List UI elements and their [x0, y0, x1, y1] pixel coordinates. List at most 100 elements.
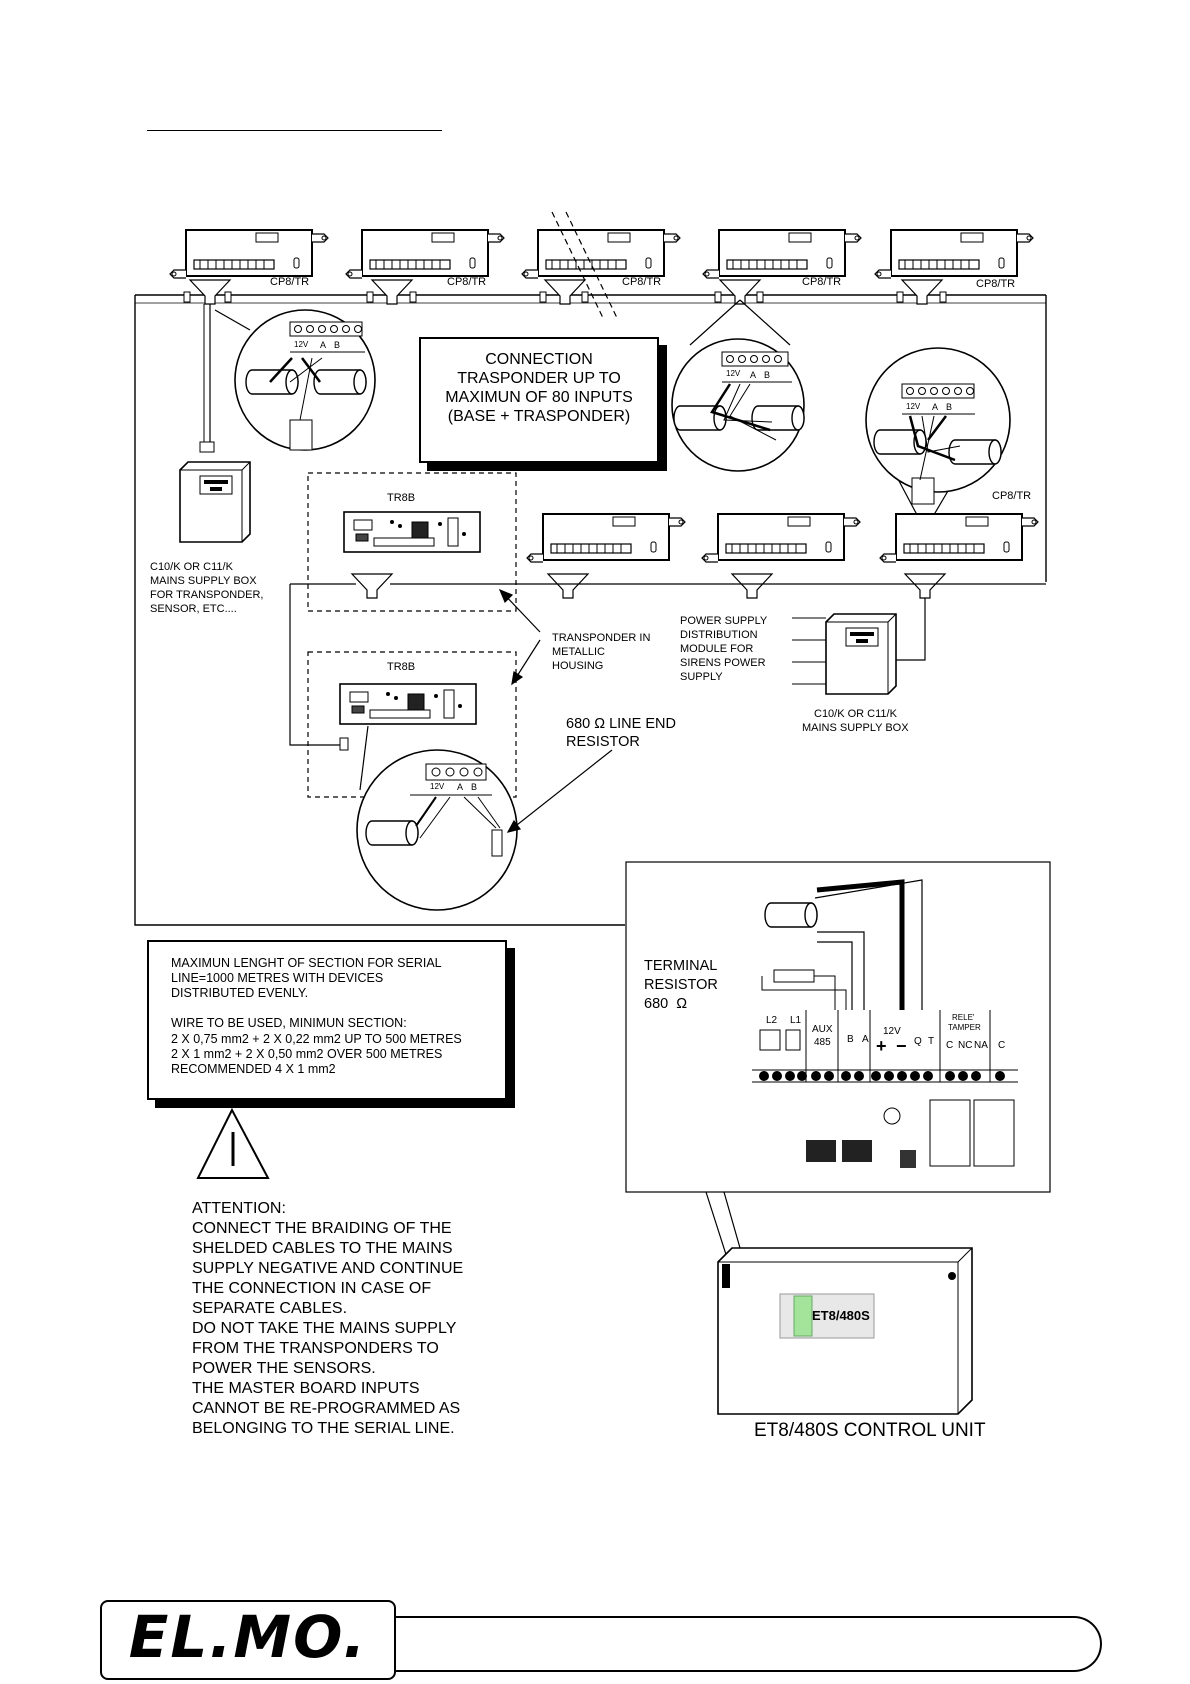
serial-line-left: [134, 295, 625, 926]
bubble3-a: A: [932, 402, 939, 412]
attention-line-7: DO NOT TAKE THE MAINS SUPPLY: [192, 1320, 457, 1337]
tr8b-board-2: [339, 683, 477, 725]
attention-line-10: THE MASTER BOARD INPUTS: [192, 1380, 420, 1397]
cp8tr-board-8: [879, 513, 1039, 563]
cp8tr-board-4: [702, 229, 862, 279]
attention-line-9: POWER THE SENSORS.: [192, 1360, 376, 1377]
metal-housing-2: [307, 651, 517, 798]
bubble3-12v: 12V: [906, 402, 921, 411]
cp8tr-board-5: [874, 229, 1034, 279]
control-unit-caption: ET8/480S CONTROL UNIT: [754, 1420, 986, 1441]
serial-line-note: MAXIMUN LENGHT OF SECTION FOR SERIAL LIN…: [147, 940, 507, 1100]
board-label-plus: +: [876, 1036, 887, 1056]
serial-note-line-5: WIRE TO BE USED, MINIMUN SECTION:: [171, 1016, 407, 1030]
bubble4-b: B: [471, 782, 478, 792]
footer-bar: [390, 1616, 1102, 1672]
bubble2-a: A: [750, 370, 757, 380]
cp8tr-label-2: CP8/TR: [447, 276, 487, 288]
housing-line-1: TRANSPONDER IN: [552, 632, 651, 644]
serial-note-line-8: RECOMMENDED 4 X 1 mm2: [171, 1062, 336, 1076]
supply-left-line-3: FOR TRANSPONDER,: [150, 589, 264, 601]
board-label-nc: NC: [958, 1040, 973, 1051]
detail-bubble-3: [865, 347, 1011, 493]
board-label-t: T: [928, 1036, 935, 1047]
attention-line-6: SEPARATE CABLES.: [192, 1300, 348, 1317]
housing-line-2: METALLIC: [552, 646, 605, 658]
metal-housing-1: [307, 472, 517, 612]
board-label-rele: RELE': [952, 1013, 975, 1022]
board-label-a: A: [862, 1034, 869, 1045]
header-rule: [147, 130, 442, 131]
attention-line-1: ATTENTION:: [192, 1200, 286, 1217]
terminal-resistor-line-1: TERMINAL: [644, 958, 718, 974]
board-label-tamper: TAMPER: [948, 1023, 981, 1032]
bubble2-b: B: [764, 370, 771, 380]
attention-line-12: BELONGING TO THE SERIAL LINE.: [192, 1420, 455, 1437]
board-label-485: 485: [814, 1037, 831, 1048]
supply-left-line-2: MAINS SUPPLY BOX: [150, 575, 257, 587]
supply-right-line-1: C10/K OR C11/K: [814, 708, 897, 720]
serial-note-line-3: DISTRIBUTED EVENLY.: [171, 986, 309, 1000]
board-label-q: Q: [914, 1036, 922, 1047]
bubble3-b: B: [946, 402, 953, 412]
attention-line-8: FROM THE TRANSPONDERS TO: [192, 1340, 439, 1357]
board-label-na: NA: [974, 1040, 988, 1051]
brand-logo: EL.MO.: [100, 1600, 396, 1680]
bubble2-12v: 12V: [726, 369, 741, 378]
supply-left-line-4: SENSOR, ETC....: [150, 603, 237, 615]
psu-left: [179, 461, 251, 543]
board-label-b: B: [847, 1034, 854, 1045]
board-label-c2: C: [998, 1040, 1006, 1051]
board-label-minus: −: [896, 1036, 907, 1056]
line-end-resistor-line-1: 680 Ω LINE END: [566, 716, 676, 732]
cp8tr-label-6: CP8/TR: [992, 490, 1032, 502]
power-dist-line-2: DISTRIBUTION: [680, 629, 758, 641]
tr8b-label-1: TR8B: [387, 492, 416, 504]
detail-bubble-2: [671, 338, 805, 472]
power-dist-line-3: MODULE FOR: [680, 643, 754, 655]
cp8tr-label-5: CP8/TR: [976, 278, 1016, 290]
attention-line-5: THE CONNECTION IN CASE OF: [192, 1280, 432, 1297]
tr8b-board-1: [343, 511, 481, 553]
cp8tr-board-6: [526, 513, 686, 563]
psu-right: [825, 613, 897, 695]
cp8tr-board-3: [521, 229, 681, 279]
attention-line-3: SHELDED CABLES TO THE MAINS: [192, 1240, 453, 1257]
bubble4-12v: 12V: [430, 782, 445, 791]
line-end-resistor-line-2: RESISTOR: [566, 734, 640, 750]
board-label-c: C: [946, 1040, 954, 1051]
cp8tr-label-3: CP8/TR: [622, 276, 662, 288]
attention-line-4: SUPPLY NEGATIVE AND CONTINUE: [192, 1260, 464, 1277]
power-dist-line-5: SUPPLY: [680, 671, 723, 683]
board-label-l2: L2: [766, 1015, 778, 1026]
serial-note-line-1: MAXIMUN LENGHT OF SECTION FOR SERIAL: [171, 956, 442, 970]
terminal-resistor-line-2: RESISTOR: [644, 977, 718, 993]
board-label-aux: AUX: [812, 1024, 833, 1035]
tr8b-label-2: TR8B: [387, 661, 416, 673]
connection-line-4: (BASE + TRASPONDER): [447, 408, 631, 425]
connection-line-3: MAXIMUN OF 80 INPUTS: [445, 389, 633, 406]
serial-note-line-6: 2 X 0,75 mm2 + 2 X 0,22 mm2 UP TO 500 ME…: [171, 1032, 462, 1046]
cp8tr-label-4: CP8/TR: [802, 276, 842, 288]
bubble1-a: A: [320, 340, 327, 350]
board-label-12v: 12V: [883, 1026, 901, 1037]
board-label-l1: L1: [790, 1015, 802, 1026]
bubble1-12v: 12V: [294, 340, 309, 349]
supply-right-line-2: MAINS SUPPLY BOX: [802, 722, 909, 734]
connection-info-box: CONNECTION TRASPONDER UP TO MAXIMUN OF 8…: [419, 337, 659, 463]
connection-line-2: TRASPONDER UP TO: [457, 370, 621, 387]
housing-line-3: HOUSING: [552, 660, 604, 672]
brand-logo-text: EL.MO.: [128, 1603, 368, 1671]
terminal-resistor-line-3: 680 Ω: [644, 996, 688, 1012]
connection-line-1: CONNECTION: [485, 351, 593, 368]
serial-note-line-7: 2 X 1 mm2 + 2 X 0,50 mm2 OVER 500 METRES: [171, 1047, 443, 1061]
bubble4-a: A: [457, 782, 464, 792]
attention-line-11: CANNOT BE RE-PROGRAMMED AS: [192, 1400, 461, 1417]
attention-line-2: CONNECT THE BRAIDING OF THE: [192, 1220, 452, 1237]
cp8tr-board-7: [701, 513, 861, 563]
control-unit-panel-label: ET8/480S: [812, 1308, 870, 1323]
supply-left-line-1: C10/K OR C11/K: [150, 561, 233, 573]
cp8tr-label-1: CP8/TR: [270, 276, 310, 288]
cp8tr-board-1: [169, 229, 329, 279]
power-dist-line-1: POWER SUPPLY: [680, 615, 768, 627]
